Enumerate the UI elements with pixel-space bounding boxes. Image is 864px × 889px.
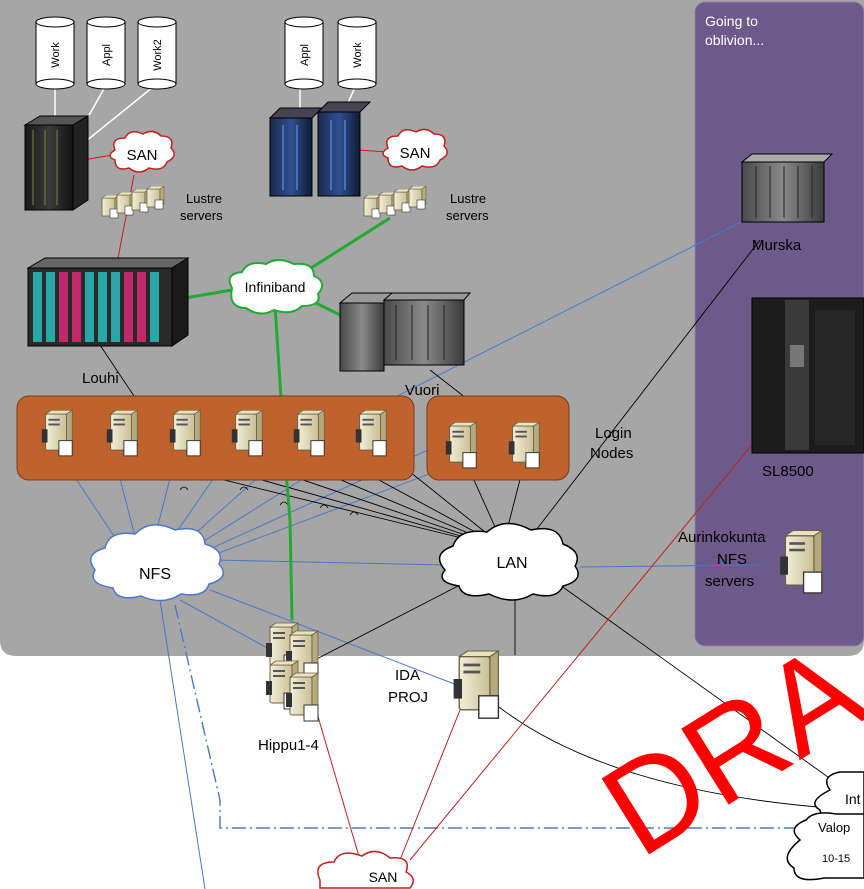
server-icon — [293, 410, 325, 457]
login-nodes-line2: Nodes — [590, 445, 633, 462]
vuori-label: Vuori — [405, 382, 439, 399]
louhi-label: Louhi — [82, 370, 119, 387]
server-icon — [508, 422, 540, 469]
server-icon — [41, 410, 73, 457]
ida-proj-server-icon — [452, 650, 500, 719]
infiniband-cloud: Infiniband — [228, 259, 324, 315]
disk-work2-left: Work2 — [137, 16, 177, 90]
lustre-left-line1: Lustre — [186, 191, 222, 206]
ida-line1: IDA — [395, 667, 420, 684]
san-right-label: SAN — [400, 145, 431, 162]
disk-appl-left-label: Appl — [101, 44, 113, 66]
san-cloud-bottom: SAN — [317, 850, 414, 889]
disk-work-left: Work — [35, 16, 75, 90]
rack-left-top-icon — [23, 115, 90, 211]
server-icon — [106, 410, 138, 457]
disk-appl-right: Appl — [284, 16, 324, 90]
server-icon — [169, 410, 201, 457]
disk-appl-left: Appl — [86, 16, 126, 90]
oblivion-title-line1: Going to — [705, 13, 758, 29]
hippu-label: Hippu1-4 — [258, 737, 319, 754]
oblivion-title-line2: oblivion... — [705, 32, 764, 48]
san-cloud-left: SAN — [109, 130, 175, 173]
disk-work2-left-label: Work2 — [152, 39, 164, 71]
hippu-servers-icon — [265, 622, 319, 722]
rack-right-top-icon — [268, 101, 372, 197]
lan-cloud: LAN — [438, 522, 579, 601]
login-group-main — [16, 395, 415, 481]
nfs-label: NFS — [139, 566, 171, 583]
sl8500-label: SL8500 — [762, 463, 814, 480]
disk-appl-right-label: Appl — [299, 44, 311, 66]
aurinkokunta-line2: NFS — [717, 551, 747, 568]
san-bottom-label: SAN — [369, 869, 398, 885]
aurinkokunta-server-icon — [779, 530, 823, 594]
ida-line2: PROJ — [388, 689, 428, 706]
server-icon — [355, 410, 387, 457]
san-left-label: SAN — [127, 147, 158, 164]
disk-work-right: Work — [337, 16, 377, 90]
internet-label: Int — [845, 791, 861, 807]
aurinkokunta-line3: servers — [705, 573, 754, 590]
sl8500-library-icon — [751, 297, 864, 454]
san-cloud-right: SAN — [382, 128, 448, 171]
login-group-vuori — [426, 395, 570, 481]
lustre-left-line2: servers — [180, 208, 223, 223]
lan-label: LAN — [496, 555, 527, 572]
aurinkokunta-line1: Aurinkokunta — [678, 529, 766, 546]
nfs-cloud: NFS — [90, 524, 224, 602]
louhi-cluster-icon — [26, 257, 190, 347]
valop-cloud: Valop 10-15 — [786, 812, 864, 881]
ten-fifteen-label: 10-15 — [822, 853, 850, 865]
server-icon — [231, 410, 263, 457]
infiniband-label: Infiniband — [245, 279, 306, 295]
login-nodes-line1: Login — [595, 425, 632, 442]
vuori-cluster-icon — [338, 292, 472, 372]
server-icon — [445, 422, 477, 469]
lustre-right-line2: servers — [446, 208, 489, 223]
disk-work-right-label: Work — [352, 42, 364, 68]
valop-label: Valop — [818, 820, 850, 835]
murska-cluster-icon — [740, 153, 834, 223]
murska-label: Murska — [752, 237, 802, 254]
disk-work-left-label: Work — [50, 42, 62, 68]
lustre-right-line1: Lustre — [450, 191, 486, 206]
